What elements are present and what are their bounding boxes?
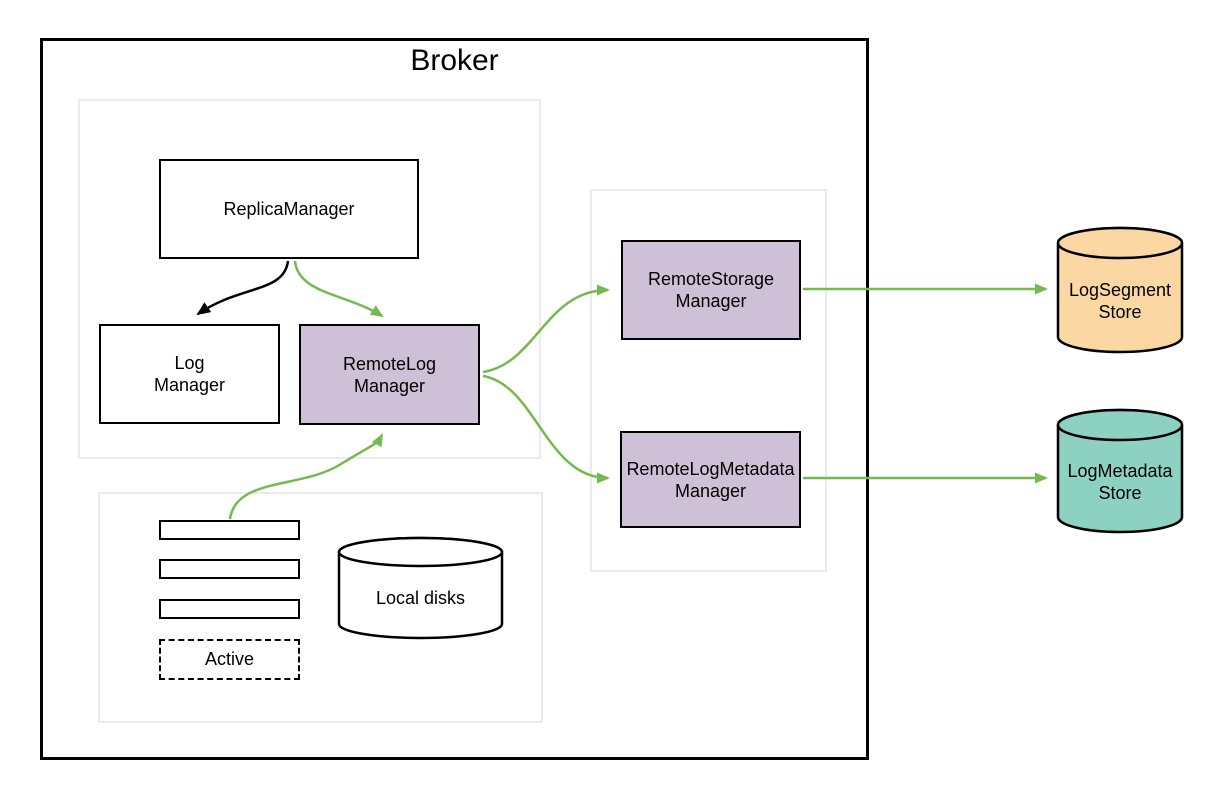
log-metadata-store-label: LogMetadata Store <box>1056 460 1184 504</box>
node-replica-manager: ReplicaManager <box>159 159 419 259</box>
node-label-line2: Manager <box>675 291 747 311</box>
broker-container <box>40 38 869 760</box>
node-label-line1: RemoteLogMetadata <box>626 458 795 479</box>
store-label-line2: Store <box>1098 483 1142 503</box>
node-log-manager: Log Manager <box>99 324 280 424</box>
node-remote-log-manager: RemoteLog Manager <box>299 324 480 425</box>
node-label-line2: Manager <box>353 375 426 396</box>
node-label-line1: Log <box>174 353 205 373</box>
log-segment-3 <box>159 599 300 619</box>
node-label: ReplicaManager <box>223 199 355 219</box>
node-remote-log-metadata-manager: RemoteLogMetadata Manager <box>620 431 801 528</box>
log-segment-store-label: LogSegment Store <box>1056 279 1184 323</box>
broker-title: Broker <box>410 44 499 77</box>
store-label-line1: LogMetadata <box>1067 461 1173 481</box>
active-segment: Active <box>159 639 300 680</box>
node-label-line1: RemoteStorage <box>647 269 775 289</box>
node-label-line2: Manager <box>153 375 226 395</box>
node-remote-storage-manager: RemoteStorage Manager <box>621 240 801 340</box>
store-label-line1: LogSegment <box>1068 280 1172 300</box>
local-disks-label: Local disks <box>375 588 466 608</box>
active-segment-label: Active <box>204 649 255 669</box>
node-label-line1: RemoteLog <box>342 353 437 374</box>
node-label-line2: Manager <box>674 480 747 501</box>
log-segment-2 <box>159 559 300 579</box>
store-label-line2: Store <box>1098 302 1142 322</box>
log-segment-1 <box>159 520 300 540</box>
